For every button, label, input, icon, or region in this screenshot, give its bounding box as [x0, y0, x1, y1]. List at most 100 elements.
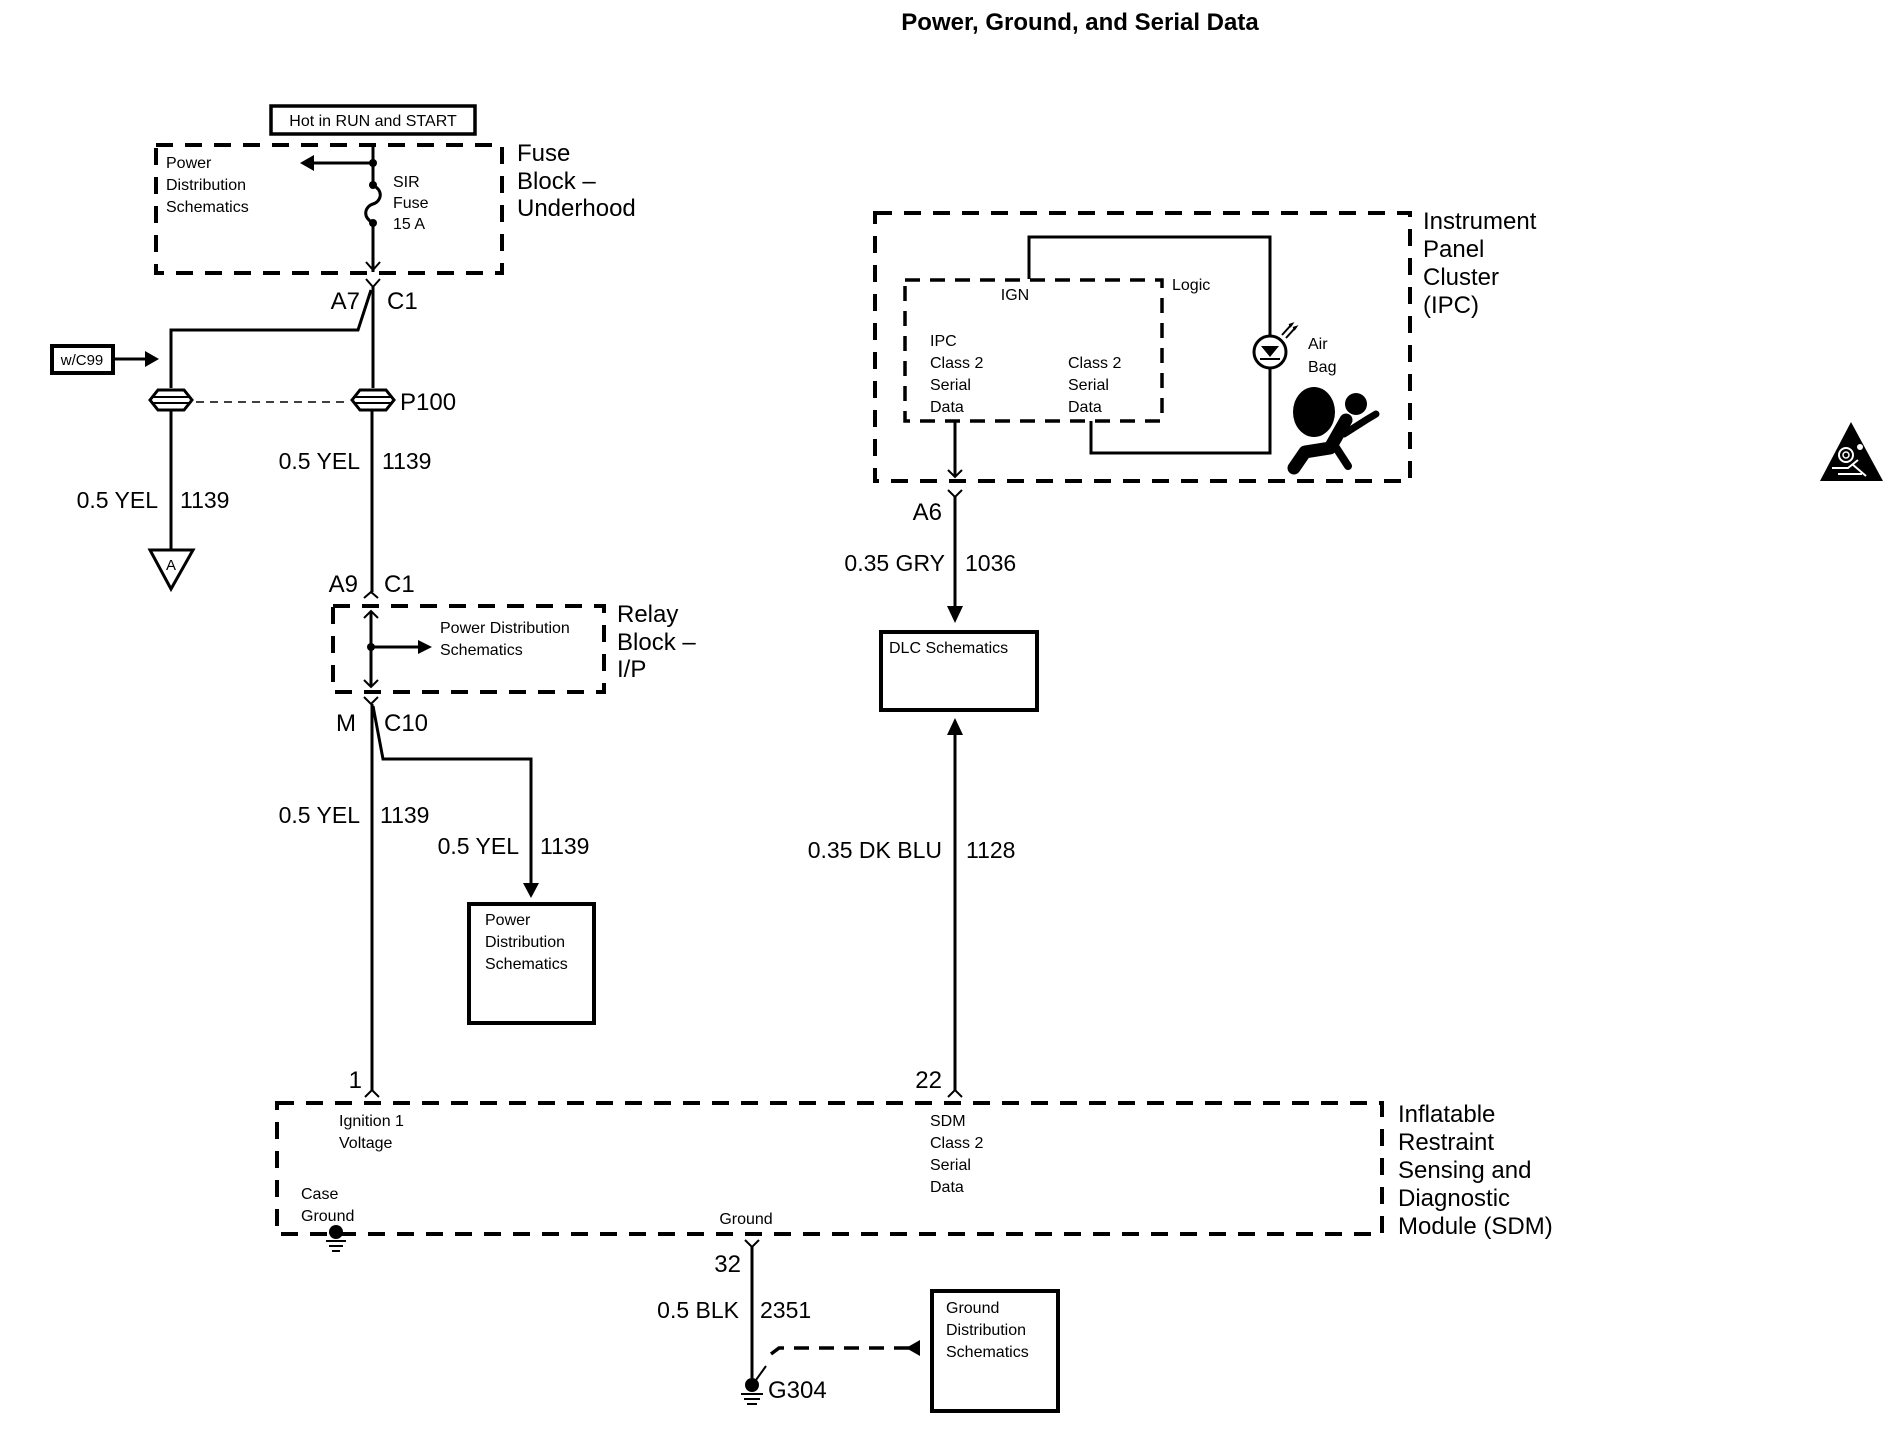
- wire-2351-size: 0.5 BLK: [657, 1297, 739, 1323]
- arrow-left-icon: [906, 1340, 920, 1356]
- lamp-text-2: Bag: [1308, 359, 1336, 376]
- page-title: Power, Ground, and Serial Data: [901, 9, 1259, 36]
- case-ground-2: Ground: [301, 1208, 354, 1225]
- power-distribution-box[interactable]: Power Distribution Schematics: [467, 902, 596, 1025]
- gd-box-text-1: Ground: [946, 1300, 999, 1317]
- pd-text-3: Schematics: [166, 199, 249, 216]
- feed-label: Hot in RUN and START: [289, 113, 457, 130]
- wire-1139-circuit-a: 1139: [180, 487, 229, 513]
- fuse-block-name-1: Fuse: [517, 140, 570, 167]
- pd-box-text-2: Distribution: [485, 934, 565, 951]
- sdm-pin-1: 1: [349, 1067, 362, 1094]
- ipc-name-4: (IPC): [1423, 292, 1479, 319]
- sdm-name-1: Inflatable: [1398, 1101, 1495, 1128]
- ground-distribution-box[interactable]: Ground Distribution Schematics: [930, 1289, 1060, 1413]
- airbag-occupant-icon: [1287, 387, 1380, 475]
- fuse-block-name-3: Underhood: [517, 195, 636, 222]
- wire-2351-circuit: 2351: [760, 1297, 811, 1323]
- terminal-m: M: [336, 710, 356, 737]
- inline-connector-label: P100: [400, 389, 456, 416]
- fuse-block-outline: [154, 143, 504, 275]
- option-w-c99: w/C99: [50, 344, 159, 375]
- sdm-data-4: Data: [930, 1179, 964, 1196]
- dlc-box-label: DLC Schematics: [889, 640, 1008, 657]
- sdm-module: 1 22 Inflatable Restraint Sensing and Di…: [275, 1067, 1553, 1252]
- sdm-data-1: SDM: [930, 1113, 966, 1130]
- pd-box-text-1: Power: [485, 912, 531, 929]
- sdm-name-5: Module (SDM): [1398, 1213, 1553, 1240]
- inline-connector-p100: P100: [148, 388, 456, 416]
- sdm-ign-2: Voltage: [339, 1135, 392, 1152]
- arrow-down-icon: [523, 883, 539, 898]
- connector-right: [350, 388, 396, 412]
- sdm-name-2: Restraint: [1398, 1129, 1494, 1156]
- sir-warning-triangle-icon: [1820, 422, 1883, 481]
- connector-c1-relay: C1: [384, 571, 415, 598]
- ipc-data-2: Class 2: [930, 355, 983, 372]
- sdm-name-3: Sensing and: [1398, 1157, 1531, 1184]
- relay-pd-text-2: Schematics: [440, 642, 523, 659]
- lamp-text-1: Air: [1308, 336, 1328, 353]
- arrow-left-icon: [300, 155, 314, 171]
- terminal-a9: A9: [329, 571, 358, 598]
- ipc-name-3: Cluster: [1423, 264, 1499, 291]
- instrument-panel-cluster: Instrument Panel Cluster (IPC) IGN Logic…: [873, 208, 1537, 483]
- dlc-box[interactable]: DLC Schematics: [879, 630, 1039, 712]
- ipc-name-1: Instrument: [1423, 208, 1537, 235]
- terminal-a7: A7: [331, 288, 360, 315]
- relay-block-name-1: Relay: [617, 601, 678, 628]
- ground-id: G304: [768, 1377, 827, 1404]
- pd-text-2: Distribution: [166, 177, 246, 194]
- ipc-class2-3: Data: [1068, 399, 1102, 416]
- ground-g304: G304: [741, 1365, 827, 1405]
- fuse-text-1: SIR: [393, 174, 420, 191]
- ipc-data-4: Data: [930, 399, 964, 416]
- gd-box-text-2: Distribution: [946, 1322, 1026, 1339]
- ipc-logic-outline: [903, 278, 1164, 423]
- relay-block-name-2: Block –: [617, 629, 696, 656]
- ipc-name-2: Panel: [1423, 236, 1484, 263]
- wire-1128-size: 0.35 DK BLU: [808, 837, 942, 863]
- ipc-class2-1: Class 2: [1068, 355, 1121, 372]
- wire-1139-size-a: 0.5 YEL: [77, 487, 159, 513]
- sdm-data-3: Serial: [930, 1157, 971, 1174]
- led-lamp-icon: [1252, 322, 1299, 370]
- option-label: w/C99: [60, 352, 104, 369]
- feed-label-box: [269, 104, 477, 136]
- wire-1139-circuit-c: 1139: [380, 802, 429, 828]
- connector-c10: C10: [384, 710, 428, 737]
- sdm-ign-1: Ignition 1: [339, 1113, 404, 1130]
- wire-1139-size-c: 0.5 YEL: [279, 802, 361, 828]
- fuse-icon: [364, 181, 382, 227]
- relay-block-ip: A9 C1 Power Distribution Schematics Rela…: [329, 571, 697, 737]
- fuse-text-2: Fuse: [393, 195, 429, 212]
- arrow-right-icon: [418, 640, 432, 654]
- wire-1139-circuit-d: 1139: [540, 833, 589, 859]
- sdm-data-2: Class 2: [930, 1135, 983, 1152]
- sdm-pin-22: 22: [915, 1067, 942, 1094]
- ipc-ign: IGN: [1001, 287, 1029, 304]
- arrow-up-icon: [947, 718, 963, 735]
- ipc-logic: Logic: [1172, 277, 1210, 294]
- wire-1128-circuit: 1128: [966, 837, 1015, 863]
- offpage-connector-a: A: [147, 548, 196, 593]
- sdm-pin-32: 32: [714, 1251, 741, 1278]
- relay-block-name-3: I/P: [617, 656, 646, 683]
- gd-box-text-3: Schematics: [946, 1344, 1029, 1361]
- fuse-block-name-2: Block –: [517, 168, 596, 195]
- wire-1139-circuit-b: 1139: [382, 448, 431, 474]
- terminal-a6: A6: [913, 499, 942, 526]
- pd-box-text-3: Schematics: [485, 956, 568, 973]
- wire-1139-size-d: 0.5 YEL: [438, 833, 520, 859]
- wire-1036-circuit: 1036: [965, 550, 1016, 576]
- connector-c1-top: C1: [387, 288, 418, 315]
- relay-pd-text-1: Power Distribution: [440, 620, 570, 637]
- case-ground-1: Case: [301, 1186, 338, 1203]
- connector-left: [148, 388, 194, 412]
- ipc-class2-2: Serial: [1068, 377, 1109, 394]
- wire-1036-size: 0.35 GRY: [844, 550, 945, 576]
- wire-1139-size-b: 0.5 YEL: [279, 448, 361, 474]
- ipc-data-1: IPC: [930, 333, 957, 350]
- ipc-data-3: Serial: [930, 377, 971, 394]
